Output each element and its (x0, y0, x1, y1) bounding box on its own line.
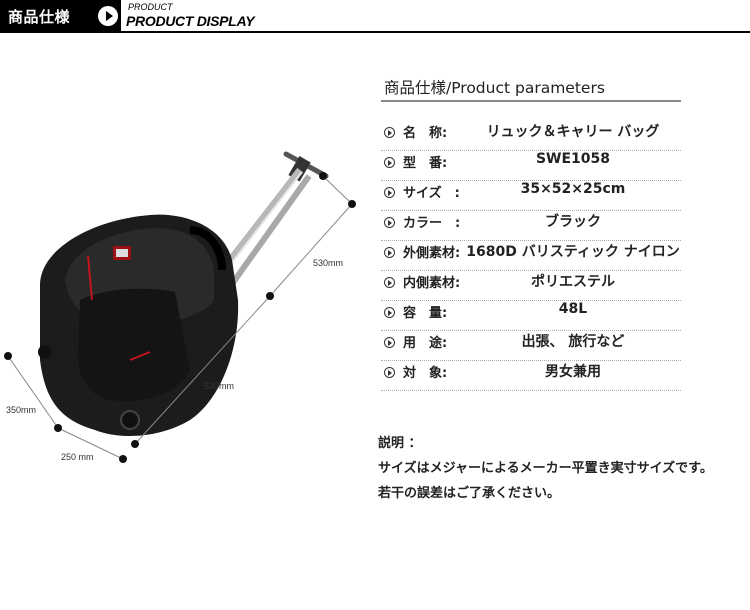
notes-line-1: サイズはメジャーによるメーカー平置き実寸サイズです。 (378, 461, 713, 476)
header-title: 商品仕様 (8, 8, 71, 26)
spec-row-usage: 用 途: 出張、 旅行など (381, 331, 681, 361)
spec-label: 内側素材: (403, 276, 461, 291)
spec-row-inner-material: 内側素材: ポリエステル (381, 271, 681, 301)
spec-row-size: サイズ : 35×52×25cm (381, 181, 681, 211)
row-divider (381, 180, 681, 181)
spec-value: 35×52×25cm (520, 181, 626, 197)
bullet-arrow-icon (384, 367, 395, 378)
header-subtitle-small: PRODUCT (128, 2, 173, 12)
spec-value: 1680D バリスティック ナイロン (466, 244, 680, 260)
row-divider (381, 300, 681, 301)
dimension-label-body-height: 530mm (204, 381, 235, 391)
spec-value: 48L (558, 301, 588, 317)
spec-label: サイズ : (403, 186, 460, 201)
product-image (4, 151, 356, 463)
dimension-label-width: 250 mm (61, 452, 94, 462)
header-black-tab: 商品仕様 (0, 0, 121, 33)
dimension-label-trolley-height: 530mm (313, 258, 344, 268)
spec-value: SWE1058 (535, 151, 611, 167)
dimension-lines (4, 172, 356, 463)
row-divider (381, 210, 681, 211)
spec-label: カラー : (403, 216, 461, 231)
spec-label: 用 途: (403, 336, 448, 351)
bullet-arrow-icon (384, 217, 395, 228)
row-divider (381, 240, 681, 241)
params-title-rule (381, 100, 681, 102)
bullet-arrow-icon (384, 157, 395, 168)
spec-row-capacity: 容 量: 48L (381, 301, 681, 331)
row-divider (381, 360, 681, 361)
bullet-arrow-icon (384, 337, 395, 348)
spec-row-outer-material: 外側素材: 1680D バリスティック ナイロン (381, 241, 681, 271)
row-divider (381, 390, 681, 391)
spec-row-name: 名 称: リュック＆キャリー バッグ (381, 121, 681, 151)
spec-row-color: カラー : ブラック (381, 211, 681, 241)
spec-label: 型 番: (403, 156, 448, 171)
spec-value: 男女兼用 (545, 364, 601, 380)
spec-row-model: 型 番: SWE1058 (381, 151, 681, 181)
spec-row-target: 対 象: 男女兼用 (381, 361, 681, 391)
header-rule (121, 31, 750, 33)
params-title: 商品仕様/Product parameters (384, 79, 605, 97)
bullet-arrow-icon (384, 307, 395, 318)
spec-value: リュック＆キャリー バッグ (486, 124, 660, 140)
spec-label: 名 称: (403, 126, 448, 141)
notes-heading: 説明 ： (378, 436, 422, 451)
row-divider (381, 150, 681, 151)
bullet-arrow-icon (384, 277, 395, 288)
spec-label: 外側素材: (403, 246, 461, 261)
spec-value: ポリエステル (531, 274, 615, 290)
spec-label: 対 象: (403, 366, 448, 381)
row-divider (381, 330, 681, 331)
spec-value: ブラック (545, 214, 601, 230)
bullet-arrow-icon (384, 127, 395, 138)
notes-line-2: 若干の誤差はご了承ください。 (378, 486, 561, 501)
bullet-arrow-icon (384, 187, 395, 198)
spec-value: 出張、 旅行など (521, 334, 625, 350)
bag-body (38, 214, 239, 436)
row-divider (381, 270, 681, 271)
trolley-handle (215, 151, 329, 286)
dimension-label-depth: 350mm (6, 405, 37, 415)
bullet-arrow-icon (384, 247, 395, 258)
section-header: 商品仕様 PRODUCT PRODUCT DISPLAY (0, 0, 750, 36)
play-arrow-icon (98, 6, 118, 26)
header-subtitle-big: PRODUCT DISPLAY (126, 13, 255, 29)
spec-label: 容 量: (403, 306, 448, 321)
